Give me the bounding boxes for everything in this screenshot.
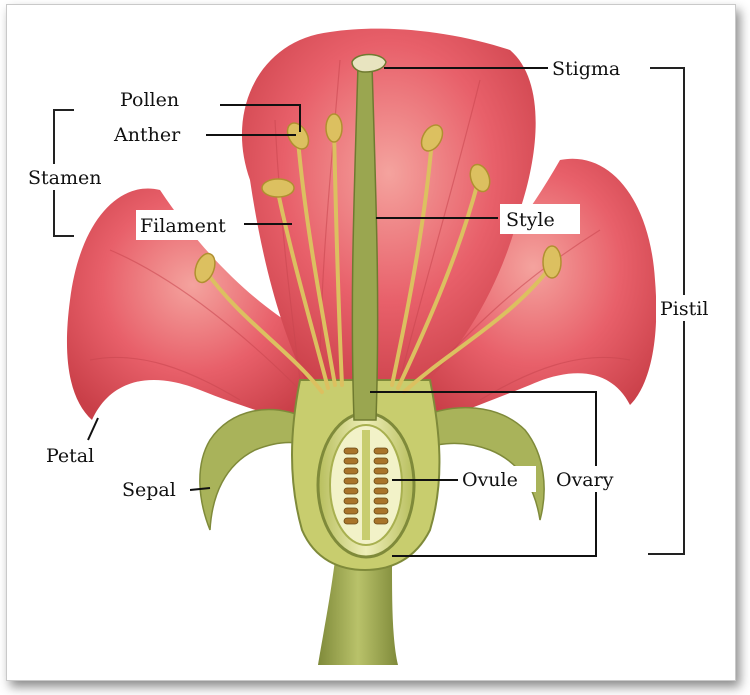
sepal-label-bg <box>118 476 190 502</box>
ovary-label-bg <box>552 466 634 492</box>
style <box>351 64 379 421</box>
style-label-bg <box>500 204 580 234</box>
petal-leader-line <box>87 417 99 441</box>
ovary-label: Ovary <box>556 469 614 491</box>
petal-left <box>66 188 319 430</box>
sepal-left <box>199 408 320 531</box>
petal-label: Petal <box>46 445 94 467</box>
pollen-label-bg <box>116 86 218 112</box>
pistil-label-bg <box>656 295 726 321</box>
stigma <box>351 53 387 73</box>
petal-center <box>241 28 536 390</box>
sepal-label: Sepal <box>122 479 176 501</box>
anther-label: Anther <box>113 124 181 146</box>
stem <box>318 560 398 665</box>
sepal-leader-line <box>189 487 211 491</box>
ovary-septum <box>362 430 370 540</box>
anther-label-bg <box>110 121 204 147</box>
stamen-label-bg <box>24 164 120 190</box>
style-label: Style <box>506 209 555 231</box>
petal-label-bg <box>42 442 112 468</box>
pistil-label: Pistil <box>660 298 708 320</box>
ovule-label-bg <box>458 466 536 492</box>
pollen-label: Pollen <box>120 89 179 111</box>
filament-label: Filament <box>140 215 226 237</box>
ovules <box>343 447 389 525</box>
stigma-label-bg <box>548 55 638 81</box>
pollen-leader-line <box>220 104 301 132</box>
anthers <box>194 113 562 284</box>
filaments <box>203 128 554 394</box>
stigma-label: Stigma <box>552 58 620 80</box>
sepal-right <box>409 406 545 521</box>
stamen-label: Stamen <box>28 167 101 189</box>
ovule-label: Ovule <box>462 469 518 491</box>
filament-label-bg <box>136 210 244 240</box>
petal-right <box>410 158 657 431</box>
